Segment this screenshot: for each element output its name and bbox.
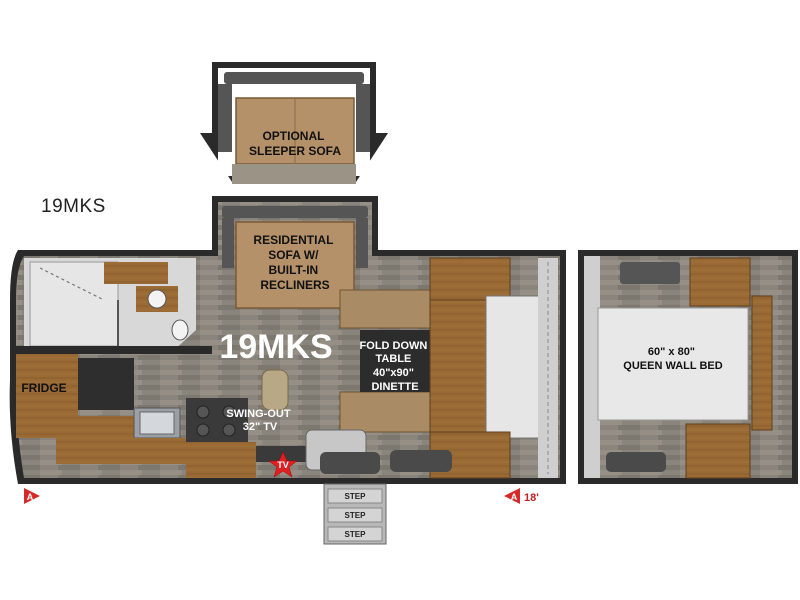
svg-text:A: A	[511, 492, 518, 502]
fridge-label: FRIDGE	[21, 381, 66, 395]
rear-cabinetry	[429, 257, 558, 479]
step-label-3: STEP	[345, 530, 367, 539]
residential-sofa-label: RESIDENTIAL SOFA W/ BUILT-IN RECLINERS	[253, 233, 336, 292]
section-marker-right: A	[504, 488, 520, 504]
bathroom	[24, 258, 196, 352]
svg-text:A: A	[27, 492, 34, 502]
queen-bed-label: 60" x 80" QUEEN WALL BED	[623, 346, 722, 372]
entry-steps: STEP STEP STEP	[323, 483, 387, 545]
tv-marker-label: TV	[277, 460, 289, 470]
dinette: FOLD DOWN TABLE 40"x90" DINETTE	[339, 289, 431, 433]
tv-star-marker	[268, 451, 298, 478]
fold-down-table-label: FOLD DOWN TABLE 40"x90" DINETTE	[360, 340, 431, 393]
main-coach: FRIDGE RESIDENTIAL SOFA W/ BUILT-IN RECL…	[9, 196, 566, 484]
optional-sleeper-sofa-module: OPTIONAL SLEEPER SOFA	[200, 62, 388, 184]
bath-partition-wall	[12, 346, 212, 354]
queen-wall-bed-detail: 60" x 80" QUEEN WALL BED	[578, 250, 798, 484]
optional-sofa-label: OPTIONAL SLEEPER SOFA	[249, 129, 341, 158]
entry-mat	[320, 452, 380, 474]
swing-out-tv-label: SWING-OUT 32" TV	[226, 408, 293, 433]
step-label-2: STEP	[345, 511, 367, 520]
kitchen: FRIDGE	[16, 354, 289, 478]
floor-mat	[390, 450, 452, 472]
step-label-1: STEP	[345, 492, 367, 501]
residential-sofa: RESIDENTIAL SOFA W/ BUILT-IN RECLINERS	[222, 206, 368, 309]
model-caption: 19MKS	[41, 196, 106, 217]
section-marker-left: A	[24, 488, 40, 504]
length-label: 18'	[524, 492, 539, 504]
model-big-label: 19MKS	[219, 328, 332, 366]
